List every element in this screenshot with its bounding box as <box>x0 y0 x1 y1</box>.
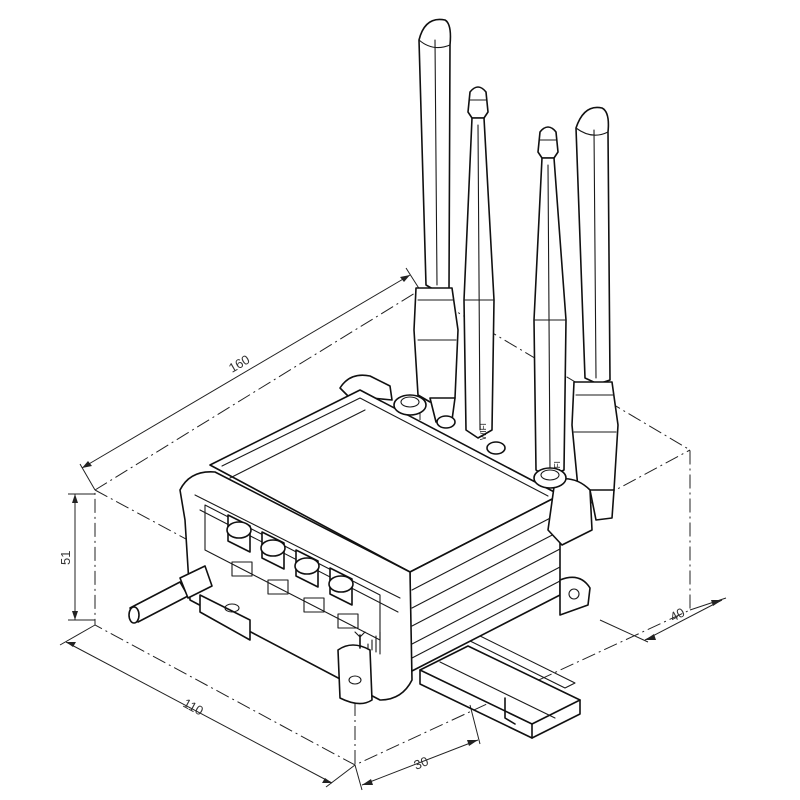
antenna-connectors <box>393 394 567 489</box>
dim-height-label: 51 <box>58 551 73 565</box>
signal-icon <box>354 631 381 655</box>
cable-gland-4 <box>328 567 354 606</box>
port-panel <box>128 504 381 655</box>
antenna-thin-2: WIFI <box>533 126 567 479</box>
dimension-height: 51 <box>58 493 95 621</box>
cable-gland-3 <box>294 549 320 588</box>
power-cable <box>128 565 213 624</box>
dimension-rail-offset: 30 <box>354 704 481 791</box>
dim-width-label: 110 <box>181 695 206 718</box>
antenna-large-right <box>571 106 619 521</box>
din-rail <box>419 630 581 739</box>
antenna-thin-1: WIFI <box>463 86 495 440</box>
cable-gland-2 <box>260 531 286 570</box>
dim-rail-offset-label: 30 <box>412 753 431 772</box>
dim-rail-depth-label: 40 <box>667 605 687 625</box>
dim-length-label: 160 <box>226 352 252 376</box>
wifi-label-left: WIFI <box>479 423 488 440</box>
cable-gland-1 <box>226 514 252 553</box>
dimension-rail-depth: 40 <box>599 597 727 643</box>
antenna-large-left <box>413 18 459 423</box>
